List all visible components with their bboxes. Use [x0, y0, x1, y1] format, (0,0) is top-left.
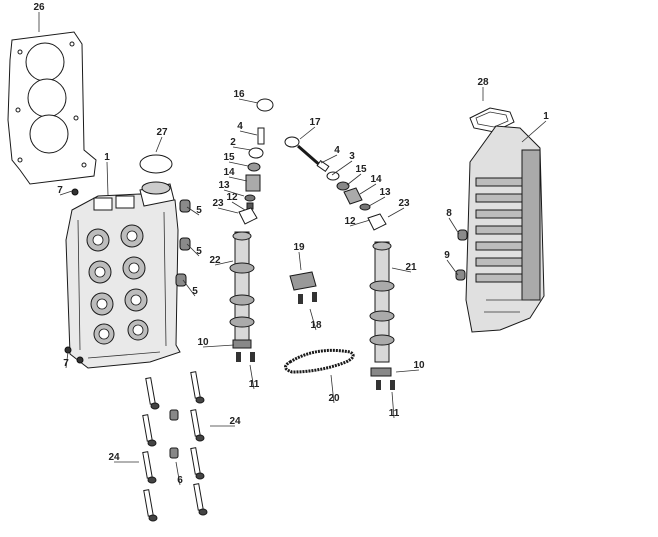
callout-c15b: 15	[355, 164, 367, 175]
leader-line-c5c	[182, 279, 196, 297]
callout-c13b: 13	[379, 187, 391, 198]
callout-c7b: 7	[63, 358, 69, 369]
callout-c12b: 12	[344, 216, 356, 227]
callout-c10a: 10	[197, 337, 209, 348]
cover-gasket	[469, 107, 515, 133]
callout-c11a: 11	[249, 379, 260, 390]
callout-c2: 2	[230, 137, 236, 148]
leader-line-c18	[309, 308, 317, 331]
bolt-11-right	[376, 380, 395, 390]
callout-c5b: 5	[196, 246, 202, 257]
cylinder-head-left	[65, 181, 181, 369]
leader-line-c20	[330, 374, 335, 404]
leader-line-c7a	[59, 190, 73, 196]
callout-c3: 3	[349, 151, 355, 162]
valve-train-left	[238, 98, 274, 225]
leader-line-c3	[331, 160, 353, 176]
camshaft-right	[369, 241, 395, 377]
callout-c4b: 4	[334, 145, 340, 156]
leader-line-c1a	[106, 161, 109, 196]
callout-c17: 17	[309, 117, 321, 128]
leader-line-c7b	[65, 351, 69, 369]
seal-plug-5	[175, 199, 191, 287]
callout-c18: 18	[310, 320, 322, 331]
callout-c16: 16	[233, 89, 245, 100]
leader-line-c15a	[228, 161, 249, 167]
cylinder-head-right	[465, 125, 545, 333]
leader-line-c14b	[359, 183, 377, 195]
callout-c13a: 13	[218, 180, 230, 191]
callout-c27: 27	[156, 127, 168, 138]
valve-train-right	[284, 136, 387, 231]
leader-line-c12b	[349, 219, 371, 227]
callout-c15a: 15	[223, 152, 235, 163]
callout-c24b: 24	[108, 452, 120, 463]
callout-c5c: 5	[192, 286, 198, 297]
leader-line-c12a	[231, 201, 246, 211]
leader-line-c21	[391, 267, 412, 273]
leader-line-c23b	[387, 207, 405, 218]
leader-line-c11a	[249, 364, 255, 390]
leader-line-c10a	[202, 344, 235, 348]
callout-c7a: 7	[57, 185, 63, 196]
leader-line-c8	[448, 217, 460, 235]
leader-line-c15b	[346, 173, 362, 186]
leader-line-c23a	[217, 207, 239, 214]
leader-line-c27	[155, 136, 163, 153]
leader-line-c13a	[223, 189, 245, 197]
callout-c9: 9	[444, 250, 450, 261]
leader-line-c9	[446, 259, 459, 276]
leader-line-c4b	[320, 154, 338, 164]
callout-c28: 28	[477, 77, 489, 88]
leader-line-c17	[299, 126, 316, 140]
leader-line-c19	[298, 251, 302, 271]
leader-line-c10b	[395, 369, 420, 373]
leader-line-c22	[214, 260, 234, 266]
callout-c20: 20	[328, 393, 340, 404]
plug-8-9	[455, 229, 468, 281]
bolt-11-left	[236, 352, 255, 362]
callout-c23a: 23	[212, 198, 224, 209]
head-gasket	[7, 31, 97, 185]
callout-c11b: 11	[389, 408, 400, 419]
callout-c4a: 4	[237, 121, 243, 132]
timing-chain	[284, 348, 355, 374]
callout-c26: 26	[33, 2, 45, 13]
callout-c12a: 12	[226, 192, 238, 203]
callout-c6: 6	[177, 475, 183, 486]
camshaft-left	[229, 231, 255, 349]
leader-line-c11b	[391, 391, 395, 419]
callout-c14a: 14	[223, 167, 235, 178]
callout-c10b: 10	[413, 360, 425, 371]
callout-labels: 1123445556778910101111121213131414151516…	[33, 2, 549, 486]
leader-line-c13b	[368, 196, 386, 207]
head-bolts	[142, 371, 208, 522]
leader-line-c1b	[521, 120, 547, 143]
callout-c1b: 1	[543, 111, 549, 122]
callout-c14b: 14	[370, 174, 382, 185]
callout-c22: 22	[209, 255, 221, 266]
bolt-7	[64, 188, 84, 364]
leader-line-c14a	[228, 176, 248, 182]
leader-line-c16	[238, 98, 259, 104]
leader-line-c5a	[186, 206, 200, 216]
callout-c1a: 1	[104, 152, 110, 163]
callout-c21: 21	[405, 262, 417, 273]
leader-line-c2	[232, 146, 252, 151]
leader-line-c4a	[239, 130, 258, 136]
chain-tensioner	[289, 271, 317, 304]
leader-line-c6	[175, 461, 181, 486]
callout-c5a: 5	[196, 205, 202, 216]
o-ring	[139, 154, 173, 174]
callout-c24a: 24	[229, 416, 241, 427]
callout-c8: 8	[446, 208, 452, 219]
callout-c19: 19	[293, 242, 305, 253]
callout-c23b: 23	[398, 198, 410, 209]
leader-line-c5b	[186, 243, 200, 257]
